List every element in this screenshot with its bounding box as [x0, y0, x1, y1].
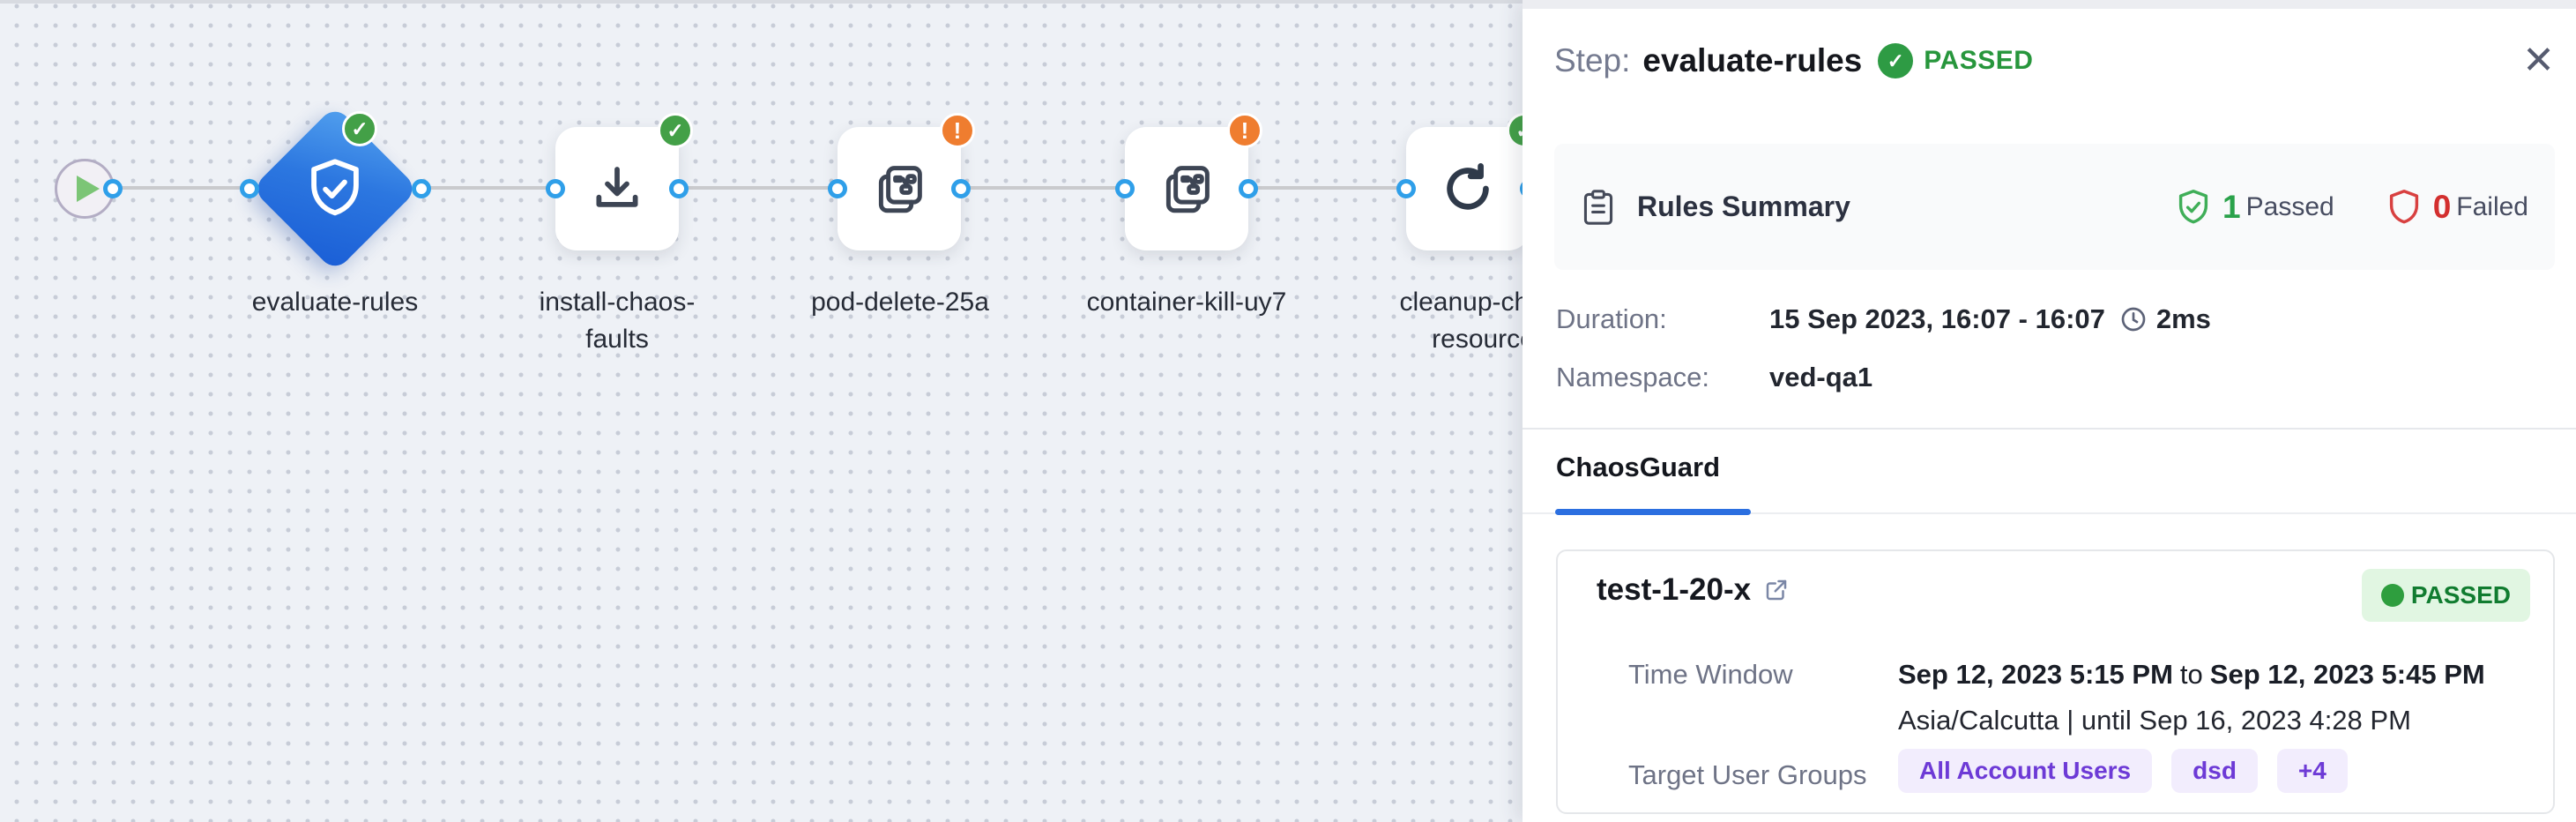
namespace-label: Namespace:	[1556, 362, 1710, 392]
status-badge-passed: ✓	[342, 111, 377, 146]
panel-header: Step: evaluate-rules ✓ PASSED ✕	[1554, 35, 2555, 86]
node-label-line: faults	[585, 325, 649, 354]
condition-name-link[interactable]: test-1-20-x	[1597, 572, 1752, 607]
edge-containerkill-cleanup	[1248, 186, 1406, 190]
user-group-chip-more[interactable]: +4	[2276, 749, 2348, 793]
panel-top-strip	[1523, 0, 2576, 9]
port-containerkill-in	[1115, 179, 1135, 198]
rules-summary-title: Rules Summary	[1637, 191, 1850, 222]
failed-label: Failed	[2456, 191, 2528, 221]
port-cleanup-in	[1396, 179, 1416, 198]
duration-label: Duration:	[1556, 303, 1667, 334]
duration-value: 15 Sep 2023, 16:07 - 16:07	[1769, 303, 2105, 334]
tab-chaosguard[interactable]: ChaosGuard	[1556, 452, 1721, 482]
node-start[interactable]	[55, 159, 115, 219]
port-evaluate-in	[240, 179, 259, 198]
port-poddelete-in	[828, 179, 847, 198]
failed-count: 0	[2432, 188, 2452, 225]
close-icon[interactable]: ✕	[2522, 39, 2555, 82]
node-pod-delete-25a[interactable]	[838, 127, 961, 250]
node-label: container-kill-uy7	[1086, 288, 1287, 317]
edge-evaluate-install	[421, 186, 555, 190]
port-containerkill-out	[1239, 179, 1258, 198]
passed-count: 1	[2222, 188, 2241, 225]
node-label: pod-delete-25a	[811, 288, 989, 317]
timezone-line: Asia/Calcutta | until Sep 16, 2023 4:28 …	[1898, 705, 2411, 736]
rules-failed-group: 0 Failed	[2384, 185, 2528, 229]
refresh-icon	[1437, 158, 1499, 220]
shield-icon	[2384, 185, 2424, 229]
user-group-chip[interactable]: dsd	[2171, 749, 2258, 793]
rules-passed-group: 1 Passed	[2173, 185, 2334, 229]
chaos-experiment-icon	[1158, 160, 1216, 218]
port-install-in	[546, 179, 565, 198]
play-icon	[76, 176, 100, 202]
passed-label: Passed	[2245, 191, 2334, 221]
port-install-out	[669, 179, 689, 198]
time-from: Sep 12, 2023 5:15 PM	[1898, 659, 2173, 690]
node-cleanup-chaos-resources[interactable]	[1406, 127, 1530, 250]
clock-icon	[2119, 305, 2148, 333]
edge-poddelete-containerkill	[961, 186, 1125, 190]
chaos-experiment-icon	[870, 160, 928, 218]
node-install-chaos-faults[interactable]	[555, 127, 679, 250]
status-dot-icon	[2380, 584, 2404, 607]
edge-install-poddelete	[679, 186, 838, 190]
namespace-value: ved-qa1	[1769, 362, 1873, 392]
time-to: Sep 12, 2023 5:45 PM	[2209, 659, 2485, 690]
chaosguard-condition-card: test-1-20-x PASSED Time Window Sep 12, 2…	[1556, 549, 2555, 814]
node-label: install-chaos- faults	[485, 284, 749, 358]
port-evaluate-out	[412, 179, 431, 198]
step-status-badge: PASSED	[1924, 46, 2034, 75]
check-circle-icon: ✓	[1878, 43, 1914, 78]
port-start-out	[103, 179, 123, 198]
external-link-icon[interactable]	[1763, 577, 1790, 603]
time-separator: to	[2179, 659, 2203, 690]
condition-status-text: PASSED	[2410, 581, 2511, 609]
duration-row: Duration: 15 Sep 2023, 16:07 - 16:07 2ms	[1556, 303, 2541, 335]
edge-start-evaluate	[113, 186, 249, 190]
clipboard-icon	[1581, 188, 1616, 227]
step-details-panel: Step: evaluate-rules ✓ PASSED ✕ Rules Su…	[1523, 0, 2576, 822]
status-badge-passed: ✓	[658, 113, 693, 148]
rules-summary-bar: Rules Summary 1 Passed	[1554, 144, 2555, 270]
shield-check-icon	[299, 153, 371, 225]
target-user-groups: All Account Users dsd +4	[1898, 749, 2348, 793]
user-group-chip[interactable]: All Account Users	[1898, 749, 2153, 793]
namespace-row: Namespace: ved-qa1	[1556, 362, 2541, 393]
tab-bar-border	[1523, 512, 2576, 514]
node-evaluate-rules[interactable]	[251, 105, 419, 273]
node-label: evaluate-rules	[251, 288, 419, 317]
status-badge-warning: !	[940, 113, 975, 148]
port-poddelete-out	[951, 179, 971, 198]
step-prefix-label: Step:	[1554, 42, 1631, 78]
step-title: evaluate-rules	[1642, 42, 1863, 78]
target-user-groups-label: Target User Groups	[1628, 759, 1867, 790]
active-tab-underline	[1555, 509, 1751, 515]
node-container-kill-uy7[interactable]	[1125, 127, 1248, 250]
node-label-line: install-chaos-	[539, 288, 696, 317]
shield-check-icon	[2173, 185, 2214, 229]
time-window-label: Time Window	[1628, 659, 1793, 690]
condition-status-badge: PASSED	[2361, 569, 2530, 622]
duration-ms: 2ms	[2155, 303, 2211, 334]
section-divider	[1523, 428, 2576, 430]
status-badge-warning: !	[1227, 113, 1262, 148]
download-icon	[588, 160, 646, 218]
